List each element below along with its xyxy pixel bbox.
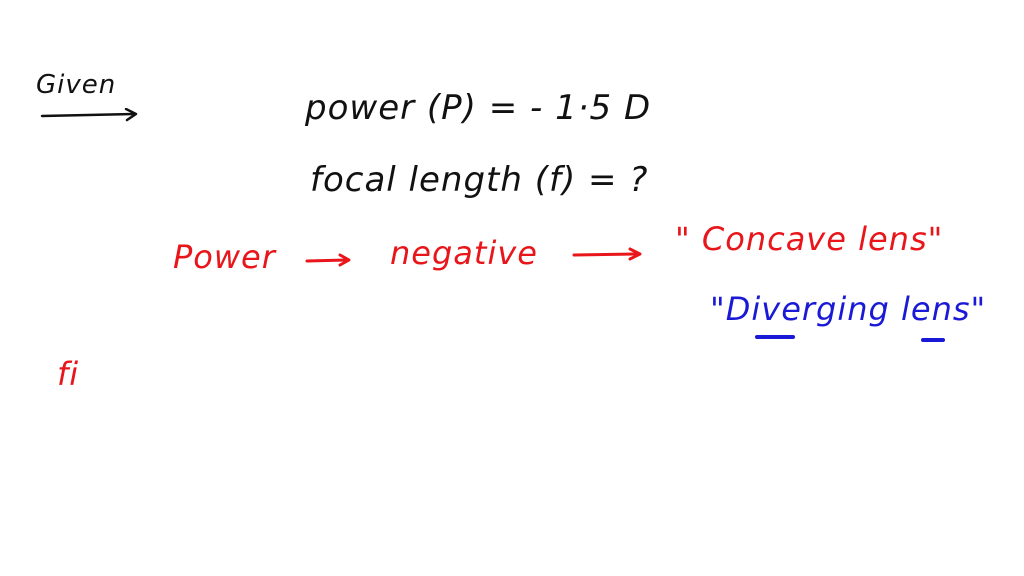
partial-formula: fi [57, 355, 80, 393]
underline-mark [755, 335, 795, 339]
reasoning-row: Power negative " Concave lens" [170, 220, 990, 288]
power-word: Power [173, 238, 276, 276]
right-arrow-icon [305, 253, 351, 267]
concave-lens-label: " Concave lens" [675, 220, 944, 258]
diverging-lens-label: "Diverging lens" [710, 290, 987, 328]
given-heading: Given [36, 70, 117, 100]
given-power-equation: power (P) = - 1·5 D [305, 88, 652, 128]
right-arrow-icon [40, 108, 138, 122]
right-arrow-icon [572, 247, 642, 261]
negative-word: negative [390, 234, 538, 272]
unknown-focal-length: focal length (f) = ? [310, 160, 649, 200]
underline-mark [921, 338, 945, 342]
